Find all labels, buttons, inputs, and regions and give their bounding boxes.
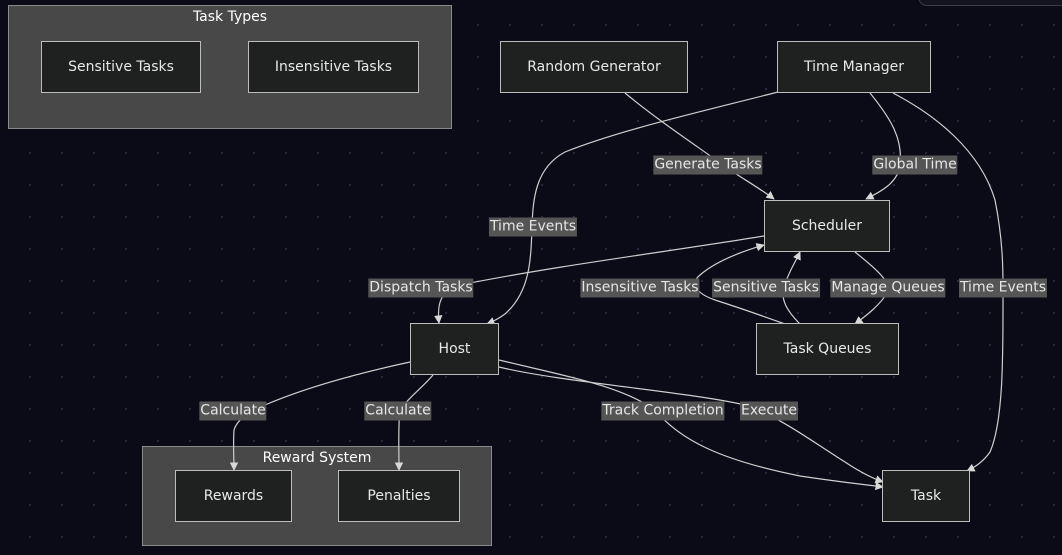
edge-label-global-time: Global Time <box>872 155 958 175</box>
edge-time-events-host <box>486 91 779 326</box>
cluster-title: Task Types <box>192 9 268 25</box>
edge-label-manage-queues: Manage Queues <box>830 278 946 298</box>
edge-label-dispatch-tasks: Dispatch Tasks <box>368 278 474 298</box>
edge-track-completion <box>498 359 884 491</box>
edge-label-time-events-host: Time Events <box>488 217 578 237</box>
edge-label-calculate-penalties: Calculate <box>364 401 432 421</box>
node-label: Rewards <box>203 488 264 504</box>
node-host[interactable]: Host <box>410 323 499 375</box>
edge-generate-tasks <box>624 92 775 200</box>
node-task-queues[interactable]: Task Queues <box>756 323 899 375</box>
node-label: Insensitive Tasks <box>274 59 393 75</box>
node-label: Time Manager <box>803 59 905 75</box>
cluster-title: Reward System <box>262 450 372 466</box>
node-label: Sensitive Tasks <box>68 59 174 75</box>
node-rewards[interactable]: Rewards <box>175 470 292 522</box>
edge-label-track-completion: Track Completion <box>601 401 725 421</box>
edge-dispatch-tasks <box>434 235 765 324</box>
edge-label-execute: Execute <box>740 401 798 421</box>
edge-global-time <box>865 92 902 200</box>
node-task[interactable]: Task <box>882 470 970 522</box>
edge-label-generate-tasks: Generate Tasks <box>653 155 763 175</box>
node-random-generator[interactable]: Random Generator <box>500 41 688 93</box>
node-label: Task <box>910 488 942 504</box>
node-insensitive-tasks[interactable]: Insensitive Tasks <box>248 41 419 93</box>
node-label: Host <box>438 341 471 357</box>
edge-label-sensitive-tasks: Sensitive Tasks <box>712 278 820 298</box>
edge-label-calculate-rewards: Calculate <box>199 401 267 421</box>
node-penalties[interactable]: Penalties <box>338 470 460 522</box>
node-label: Scheduler <box>791 218 863 234</box>
edge-label-insensitive-tasks: Insensitive Tasks <box>580 278 700 298</box>
node-label: Task Queues <box>783 341 872 357</box>
node-time-manager[interactable]: Time Manager <box>777 41 931 93</box>
node-scheduler[interactable]: Scheduler <box>764 200 890 252</box>
edge-label-time-events-task: Time Events <box>958 278 1048 298</box>
edge-execute <box>498 366 884 484</box>
node-label: Penalties <box>367 488 431 504</box>
node-sensitive-tasks[interactable]: Sensitive Tasks <box>41 41 201 93</box>
node-label: Random Generator <box>527 59 661 75</box>
edge-calculate-penalties <box>394 374 434 471</box>
